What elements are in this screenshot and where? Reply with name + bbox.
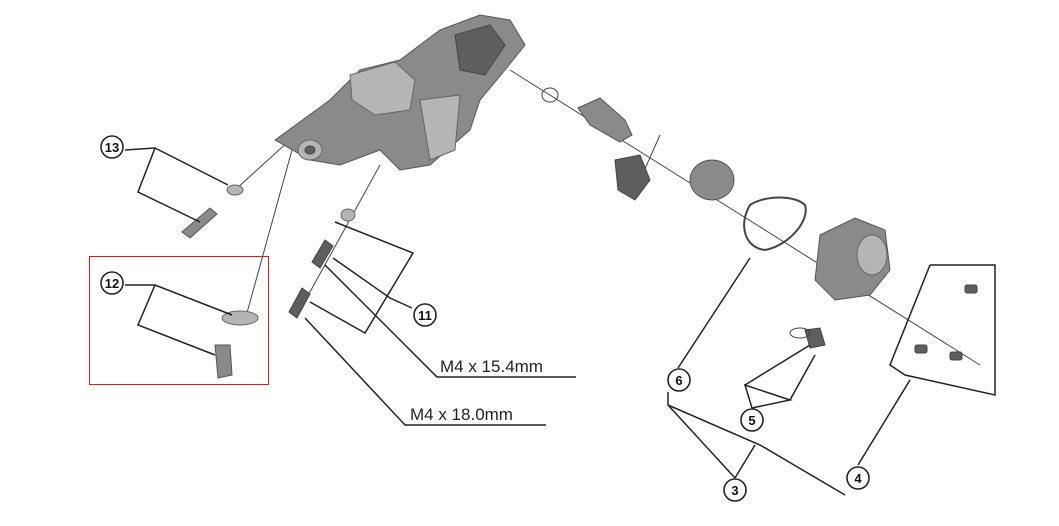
callout-12: 12 (100, 271, 124, 295)
callout-5-number: 5 (748, 413, 755, 428)
leader-lines (124, 147, 996, 496)
internal-parts (541, 87, 978, 361)
callout-12-number: 12 (105, 276, 119, 291)
callout-3-number: 3 (731, 483, 738, 498)
highlight-box-part-12 (89, 256, 269, 385)
derailleur-main-body (274, 14, 526, 171)
callout-3: 3 (723, 478, 747, 502)
callout-5: 5 (740, 408, 764, 432)
callout-13-number: 13 (105, 140, 119, 155)
screw-short-label: M4 x 15.4mm (440, 357, 543, 376)
callout-11-number: 11 (418, 308, 432, 323)
screw-long-label: M4 x 18.0mm (410, 405, 513, 424)
callout-11: 11 (413, 303, 437, 327)
callout-6: 6 (667, 368, 691, 392)
callout-4: 4 (846, 466, 870, 490)
callout-13: 13 (100, 135, 124, 159)
screws (181, 184, 356, 379)
callout-4-number: 4 (854, 471, 862, 486)
callout-6-number: 6 (675, 373, 682, 388)
